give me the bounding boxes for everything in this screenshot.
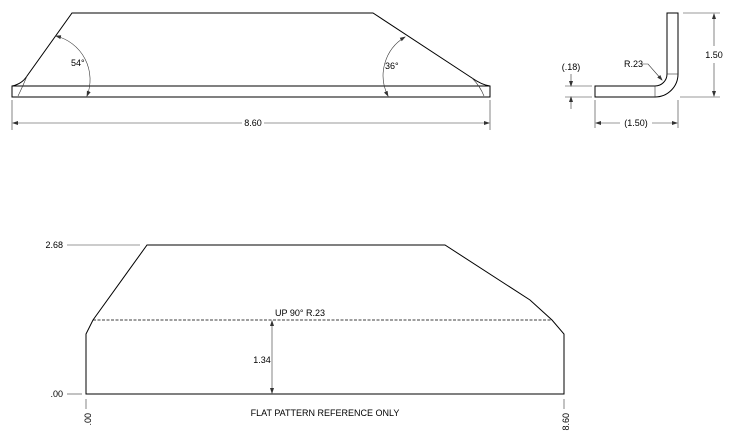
right-angle-arc <box>382 36 406 97</box>
top-view: 54° 36° 8.60 <box>11 12 491 130</box>
overall-width-label: 8.60 <box>244 118 262 128</box>
top-view-flange-outline <box>11 12 491 87</box>
left-angle-arc <box>55 35 91 97</box>
flat-pattern-outline <box>85 244 565 395</box>
bend-note: UP 90° R.23 <box>275 308 325 318</box>
top-view-base-plate <box>11 85 491 98</box>
right-bend-arc <box>471 77 485 97</box>
bend-radius-label: R.23 <box>624 59 643 69</box>
bend-line-height-label: 1.34 <box>253 355 271 365</box>
flat-pattern: UP 90° R.23 1.34 2.68 .00 .00 8.60 FLAT … <box>45 240 571 431</box>
y-bottom-ordinate: .00 <box>50 389 63 399</box>
left-angle-label: 54° <box>71 58 85 68</box>
y-top-ordinate: 2.68 <box>45 240 63 250</box>
right-angle-label: 36° <box>385 61 399 71</box>
bend-radius-leader <box>641 63 663 81</box>
thickness-label: (.18) <box>562 62 581 72</box>
base-length-label: (1.50) <box>624 118 648 128</box>
left-bend-arc <box>17 75 28 97</box>
flange-height-label: 1.50 <box>705 50 723 60</box>
x-left-ordinate: .00 <box>83 413 93 426</box>
x-right-ordinate: 8.60 <box>561 413 571 431</box>
side-profile <box>594 12 679 98</box>
side-view: 1.50 (.18) R.23 (1.50) <box>562 12 723 128</box>
flat-pattern-note: FLAT PATTERN REFERENCE ONLY <box>251 408 400 418</box>
